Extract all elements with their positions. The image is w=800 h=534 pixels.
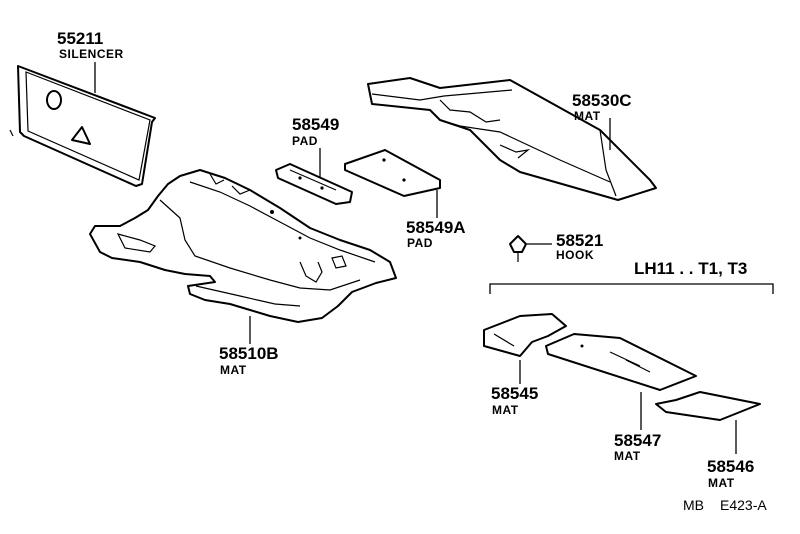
silencer-number: 55211 — [57, 29, 103, 48]
rear-mat-part — [367, 77, 657, 201]
hook-part — [509, 235, 527, 262]
silencer-name: SILENCER — [59, 47, 124, 61]
pad-part — [275, 163, 353, 205]
rear-mat-number: 58530C — [572, 91, 632, 110]
pad-a-name: PAD — [407, 236, 433, 250]
mat-58545-number: 58545 — [491, 384, 538, 403]
rear-mat-name: MAT — [574, 109, 601, 123]
pad-a-part — [344, 149, 441, 197]
mat-58547-name: MAT — [614, 449, 641, 463]
mat-58545-name: MAT — [492, 403, 519, 417]
mat-58547-number: 58547 — [614, 431, 661, 450]
mat-58546-part — [655, 391, 761, 421]
mat-58547-part — [545, 333, 697, 391]
hook-number: 58521 — [556, 231, 603, 250]
silencer-part — [9, 65, 156, 187]
pad-name: PAD — [292, 134, 318, 148]
floor-mat-number: 58510B — [219, 344, 279, 363]
mat-58545-part — [483, 313, 567, 357]
pad-number: 58549 — [292, 115, 339, 134]
group-label: LH11 . . T1, T3 — [634, 259, 747, 278]
mat-58546-number: 58546 — [707, 457, 754, 476]
footer-left-code: MB — [683, 497, 704, 513]
footer-right-code: E423-A — [720, 497, 767, 513]
floor-mat-name: MAT — [220, 363, 247, 377]
hook-name: HOOK — [556, 248, 594, 262]
mat-58546-name: MAT — [708, 476, 735, 490]
pad-a-number: 58549A — [406, 218, 466, 237]
floor-mat-part — [89, 169, 397, 323]
group-bracket — [489, 283, 774, 294]
